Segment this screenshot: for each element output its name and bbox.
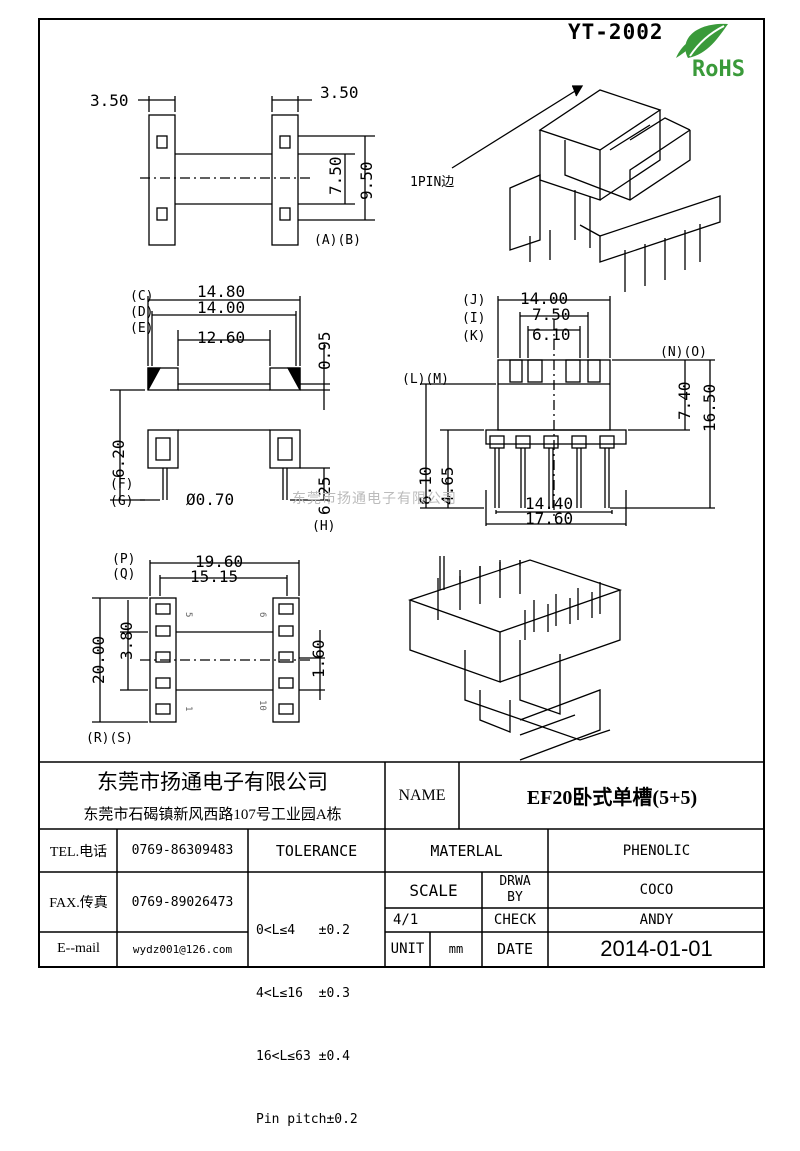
tolerance-label: TOLERANCE [275,841,358,860]
label-n-o: (N)(O) [660,345,707,360]
email-label: E--mail [57,941,100,956]
rohs-text: RoHS [692,57,745,82]
dim-14-40: 14.40 [525,494,573,513]
dim-i: 7.50 [532,305,571,324]
tolerance-table: 0<L≤4 ±0.2 4<L≤16 ±0.3 16<L≤63 ±0.4 Pin … [256,878,384,1151]
side-view: 14.00 7.50 6.10 7.40 16.50 6.10 4.65 14.… [402,289,719,528]
tolerance-row-4: Pin pitch±0.2 [256,1112,358,1127]
front-view: 14.80 14.00 12.60 0.95 6.20 Ø0.70 6.25 (… [109,282,335,534]
part-number: YT-2002 [568,20,664,44]
unit-value: mm [448,942,464,956]
tel-value: 0769-86309483 [131,843,234,858]
label-f: (F) [110,477,133,492]
label-e: (E) [130,321,153,336]
email-value: wydz001@126.com [132,942,233,956]
dim-c: 14.80 [197,282,245,301]
dim-1-60: 1.60 [309,639,328,678]
label-g: (G) [110,494,133,509]
dim-o: 16.50 [700,384,719,432]
title-block-grid [40,761,765,966]
dim-3-50-right: 3.50 [320,83,359,102]
dim-s: 3.80 [117,621,136,660]
date-label: DATE [496,940,534,958]
label-d: (D) [130,305,153,320]
dim-h: 6.25 [315,476,334,515]
label-c: (C) [130,289,153,304]
company-address: 东莞市石碣镇新风西路107号工业园A栋 [83,806,342,823]
watermark: 东莞市扬通电子有限公司 [292,490,457,507]
fax-value: 0769-89026473 [131,894,234,910]
dim-m: 4.65 [438,466,457,505]
label-a-b: (A)(B) [314,233,361,248]
label-l-m: (L)(M) [402,372,449,387]
label-r-s: (R)(S) [86,731,133,746]
drawn-by-label: DRWA BY [482,874,548,906]
pin-5-label: 5 [183,612,193,617]
tolerance-row-1: 0<L≤4 ±0.2 [256,923,350,938]
drawn-by-value: COCO [639,882,674,898]
check-value: ANDY [639,912,674,928]
fax-label: FAX.传真 [49,896,108,911]
bottom-view: 19.60 15.15 20.00 3.80 1.60 (P) (Q) (R)(… [86,552,328,746]
label-i: (I) [462,311,485,326]
by-label: BY [507,890,523,905]
pin-6-label: 6 [257,612,267,617]
dim-3-50-left: 3.50 [90,91,129,110]
scale-value: 4/1 [393,912,419,928]
dim-f: 6.20 [109,439,128,478]
dim-0-95: 0.95 [315,331,334,370]
side-pins [489,435,615,508]
label-q: (Q) [112,567,135,582]
pin-side-label: 1PIN边 [410,175,454,190]
dim-d: 14.00 [197,298,245,317]
dim-e: 12.60 [197,328,245,347]
iso-view-bottom [408,556,623,761]
check-label: CHECK [493,912,537,928]
dim-k: 6.10 [532,325,571,344]
top-view: 3.50 3.50 7.50 9.50 (A)(B) [90,83,376,248]
name-value: EF20卧式单槽(5+5) [526,787,698,809]
dim-b: 9.50 [357,161,376,200]
drwa-label: DRWA [499,874,531,889]
dim-q: 15.15 [190,567,238,586]
dim-l: 6.10 [416,466,435,505]
unit-label: UNIT [390,941,425,957]
dim-17-60: 17.60 [525,509,573,528]
drawing-frame [38,18,765,968]
dim-j: 14.00 [520,289,568,308]
label-j: (J) [462,293,485,308]
company-name: 东莞市扬通电子有限公司 [97,770,328,794]
dim-a: 7.50 [326,156,345,195]
material-label: MATERLAL [430,841,503,860]
date-value: 2014-01-01 [600,936,713,961]
tolerance-row-3: 16<L≤63 ±0.4 [256,1049,350,1064]
pin-10-label: 10 [257,700,267,711]
dim-n: 7.40 [675,381,694,420]
dim-r: 20.00 [89,636,108,684]
technical-drawing: 3.50 3.50 7.50 9.50 (A)(B) 14.80 14.00 1… [86,83,721,761]
pin-1-label: 1 [183,706,193,711]
label-k: (K) [462,329,485,344]
tel-label: TEL.电话 [49,844,108,860]
bottom-pin-holes [155,603,294,715]
scale-label: SCALE [409,880,458,900]
label-p: (P) [112,552,135,567]
dim-p: 19.60 [195,552,243,571]
label-h: (H) [312,519,335,534]
iso-view-top: 1PIN边 [410,85,721,292]
material-value: PHENOLIC [622,842,691,859]
dim-g: Ø0.70 [186,490,234,509]
rohs-logo: RoHS [676,23,745,82]
tolerance-row-2: 4<L≤16 ±0.3 [256,986,350,1001]
name-label: NAME [398,786,446,804]
